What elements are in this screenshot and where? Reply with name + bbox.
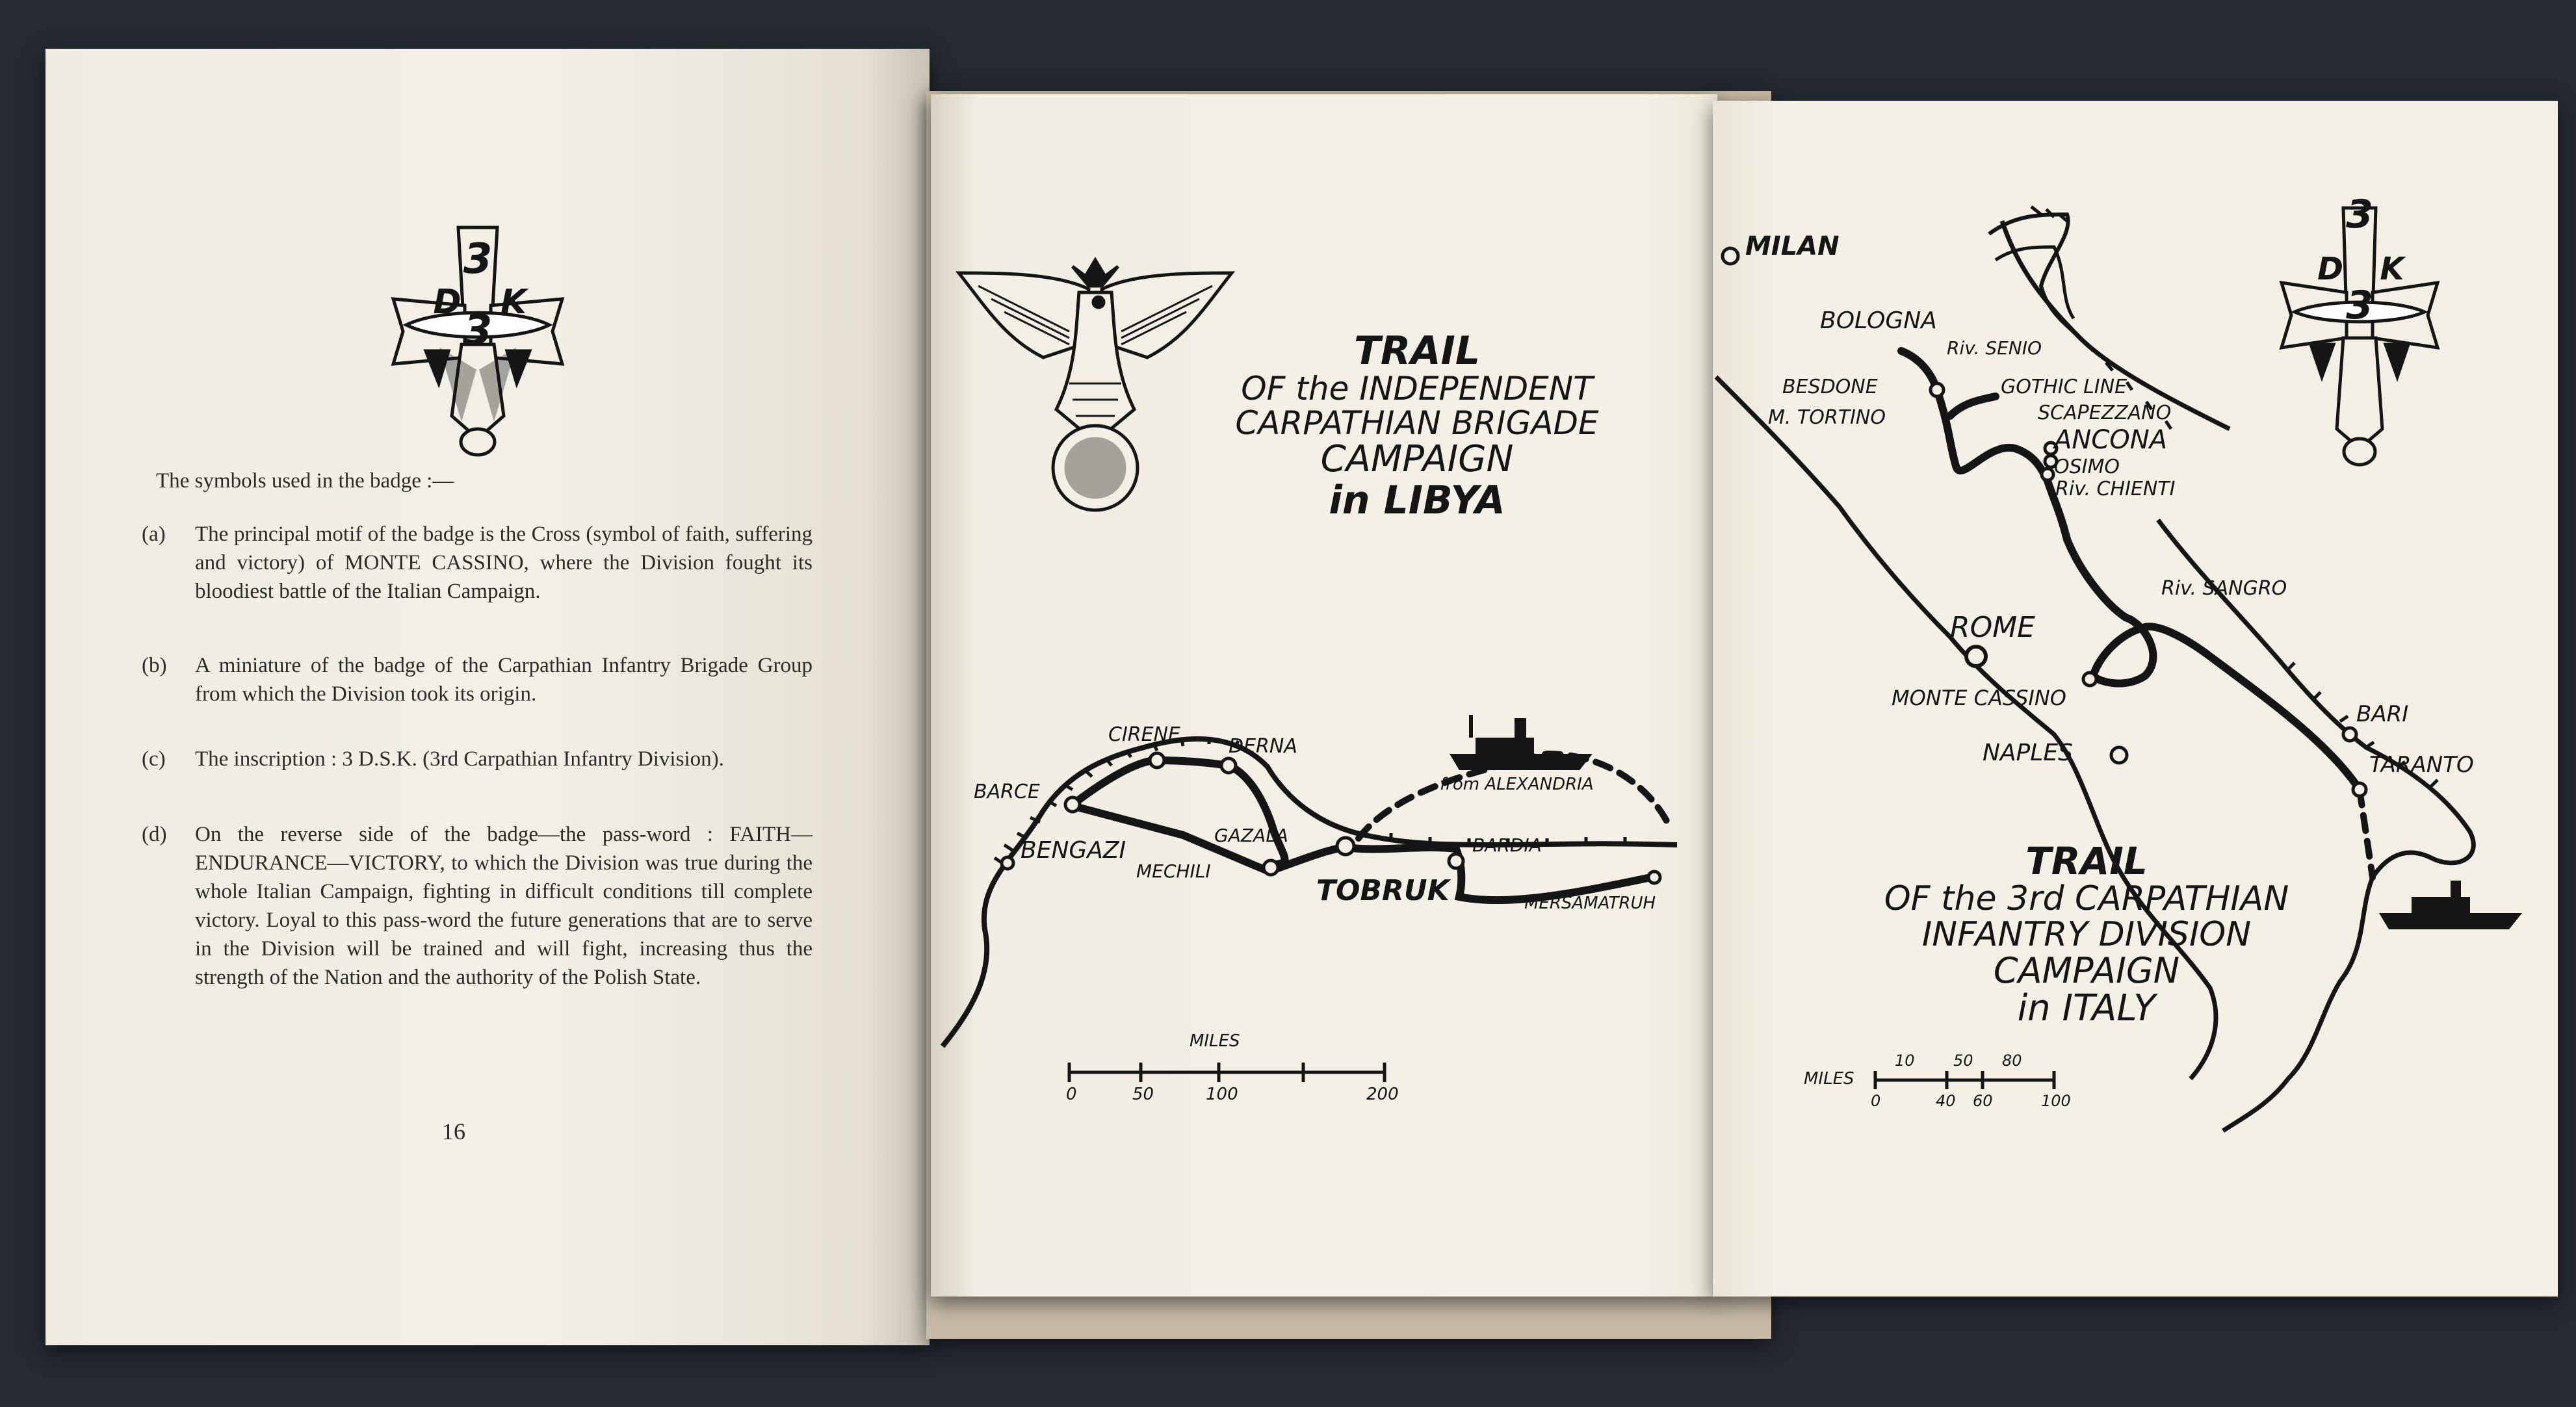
page-number: 16 xyxy=(442,1118,465,1144)
list-item-label: (d) xyxy=(142,823,167,846)
badge-symbols-intro: The symbols used in the badge :— xyxy=(156,469,454,493)
list-item: (d) On the reverse side of the badge—the… xyxy=(142,820,813,992)
list-item: (b) A miniature of the badge of the Carp… xyxy=(142,651,813,708)
list-item-text: On the reverse side of the badge—the pas… xyxy=(195,823,813,989)
list-item-label: (c) xyxy=(142,747,166,771)
list-item: (a) The principal motif of the badge is … xyxy=(142,520,813,606)
list-item-text: The principal motif of the badge is the … xyxy=(195,523,813,603)
list-item-label: (b) xyxy=(142,654,167,677)
list-item-text: The inscription : 3 D.S.K. (3rd Carpathi… xyxy=(195,747,724,771)
italy-map-page xyxy=(1713,101,2558,1297)
list-item-label: (a) xyxy=(142,523,166,546)
libya-map-page xyxy=(931,94,1717,1297)
list-item-text: A miniature of the badge of the Carpathi… xyxy=(195,654,813,706)
list-item: (c) The inscription : 3 D.S.K. (3rd Carp… xyxy=(142,745,813,773)
